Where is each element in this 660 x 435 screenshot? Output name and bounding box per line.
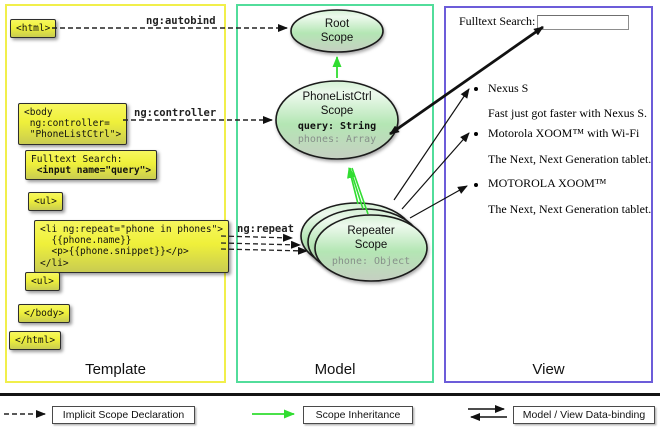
phones-array-prop: phones: Array [297, 134, 377, 145]
view-column-label: View [532, 361, 565, 378]
phone-object-prop: phone: Object [331, 256, 411, 267]
fulltext-search-input[interactable] [537, 15, 629, 30]
view-column [444, 6, 653, 383]
ng-controller-label: ng:controller [134, 107, 217, 119]
ng-autobind-label: ng:autobind [146, 15, 216, 27]
query-string-prop: query: String [297, 121, 377, 132]
legend-separator [0, 393, 660, 396]
ng-repeat-label: ng:repeat [237, 223, 294, 235]
view-item-title: MOTOROLA XOOM™ [488, 176, 607, 190]
legend-implicit-scope-declaration: Implicit Scope Declaration [52, 406, 195, 424]
view-item-title: Nexus S [488, 81, 529, 95]
model-column-label: Model [314, 361, 356, 378]
repeater-scope-label: Repeater Scope [347, 225, 395, 251]
bullet-dot [474, 132, 478, 136]
fulltext-search-label: Fulltext Search: [459, 14, 536, 28]
legend-model-view-data-binding: Model / View Data-binding [513, 406, 655, 424]
code-html-close: </html> [9, 331, 62, 351]
code-body-open: <body ng:controller= "PhoneListCtrl"> [18, 103, 128, 145]
code-fulltext-input: <input name="query"> [31, 165, 152, 177]
view-item-snippet: The Next, Next Generation tablet. [488, 152, 652, 166]
model-column [236, 4, 434, 383]
code-ul-open-2: <ul> [25, 272, 60, 292]
code-body-close: </body> [18, 304, 71, 324]
view-item-snippet: The Next, Next Generation tablet. [488, 202, 652, 216]
code-li-repeat: <li ng:repeat="phone in phones"> {{phone… [34, 220, 230, 273]
bullet-dot [474, 183, 478, 187]
bullet-dot [474, 87, 478, 91]
template-column-label: Template [85, 361, 146, 378]
root-scope-label: Root Scope [320, 18, 354, 44]
view-item-title: Motorola XOOM™ with Wi-Fi [488, 126, 640, 140]
code-fulltext-label: Fulltext Search: [31, 154, 123, 165]
code-html-open: <html> [10, 19, 57, 39]
phonelistctrl-scope-label: PhoneListCtrl Scope [302, 91, 372, 117]
template-column [5, 4, 226, 383]
code-ul-open: <ul> [28, 192, 63, 212]
legend-scope-inheritance: Scope Inheritance [303, 406, 413, 424]
code-fulltext-search: Fulltext Search: <input name="query"> [25, 150, 158, 181]
view-item-snippet: Fast just got faster with Nexus S. [488, 106, 647, 120]
